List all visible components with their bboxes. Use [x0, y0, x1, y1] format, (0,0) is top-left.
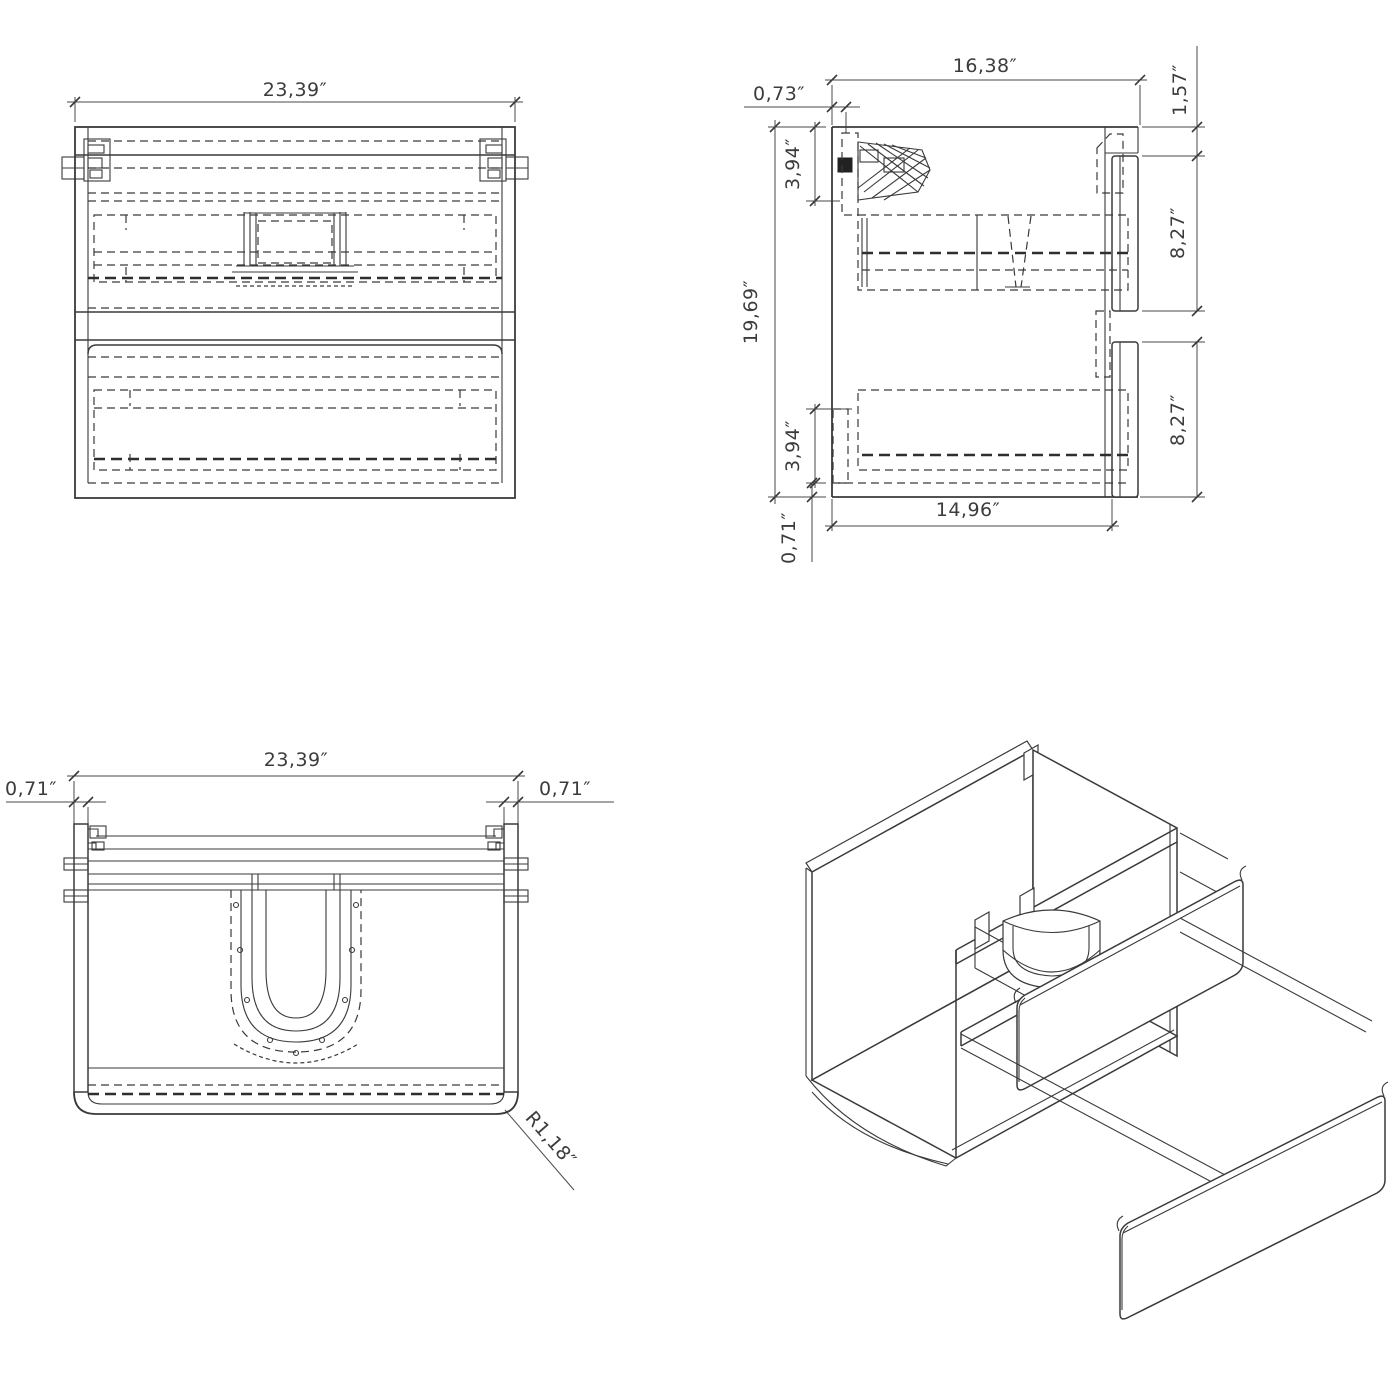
dim-side-top-rail: 1,57″	[1169, 64, 1191, 116]
side-hidden-drawers	[832, 214, 1129, 484]
front-view: 23,39″	[61, 79, 529, 499]
front-hinge-right	[479, 138, 529, 182]
side-cabinet-outline	[831, 126, 1139, 498]
dim-front-width: 23,39″	[263, 79, 328, 101]
front-width-dimension: 23,39″	[67, 79, 523, 122]
side-dimensions: 16,38″ 0,73″ 1,57″ 8,27″ 8,27″ 19,69″ 3,…	[740, 46, 1205, 564]
plan-drain-cutout	[230, 874, 362, 1064]
plan-cabinet-outline	[73, 823, 519, 1115]
dim-plan-width: 23,39″	[264, 749, 329, 771]
plan-view: 23,39″ 0,71″ 0,71″ R1,18″	[5, 749, 614, 1191]
plan-dimensions: 23,39″ 0,71″ 0,71″ R1,18″	[5, 749, 614, 1191]
dim-side-bottom-panel: 0,71″	[778, 512, 800, 564]
plan-back-rails	[63, 825, 529, 903]
plan-front-rails	[88, 1067, 504, 1096]
dim-side-height: 19,69″	[740, 280, 762, 345]
iso-view	[805, 740, 1389, 1320]
radius-leader-line	[504, 1109, 575, 1191]
front-hidden-lines	[88, 140, 502, 484]
side-hinge-assembly	[837, 132, 931, 216]
dim-side-hinge-upper: 3,94″	[782, 138, 804, 190]
iso-left-panel-edge	[805, 867, 957, 1167]
dim-side-drawer-lower: 8,27″	[1167, 394, 1189, 446]
dim-side-depth-top: 16,38″	[953, 55, 1018, 77]
front-cabinet-outline	[74, 126, 516, 499]
front-drain-assembly	[232, 212, 358, 287]
side-lower-drawer-front	[1111, 341, 1139, 498]
dim-plan-left-wall: 0,71″	[5, 778, 57, 800]
dim-side-depth-bottom: 14,96″	[936, 499, 1001, 521]
dim-side-back-offset: 0,73″	[753, 83, 805, 105]
iso-upper-drawer-front	[1013, 865, 1247, 1091]
side-upper-drawer-front	[1111, 155, 1139, 312]
side-view: 16,38″ 0,73″ 1,57″ 8,27″ 8,27″ 19,69″ 3,…	[740, 46, 1205, 564]
dim-side-hinge-lower: 3,94″	[782, 420, 804, 472]
iso-lower-drawer-front	[1116, 1081, 1389, 1320]
dim-plan-right-wall: 0,71″	[539, 778, 591, 800]
dim-side-drawer-upper: 8,27″	[1167, 207, 1189, 259]
front-hinge-left	[61, 138, 111, 182]
